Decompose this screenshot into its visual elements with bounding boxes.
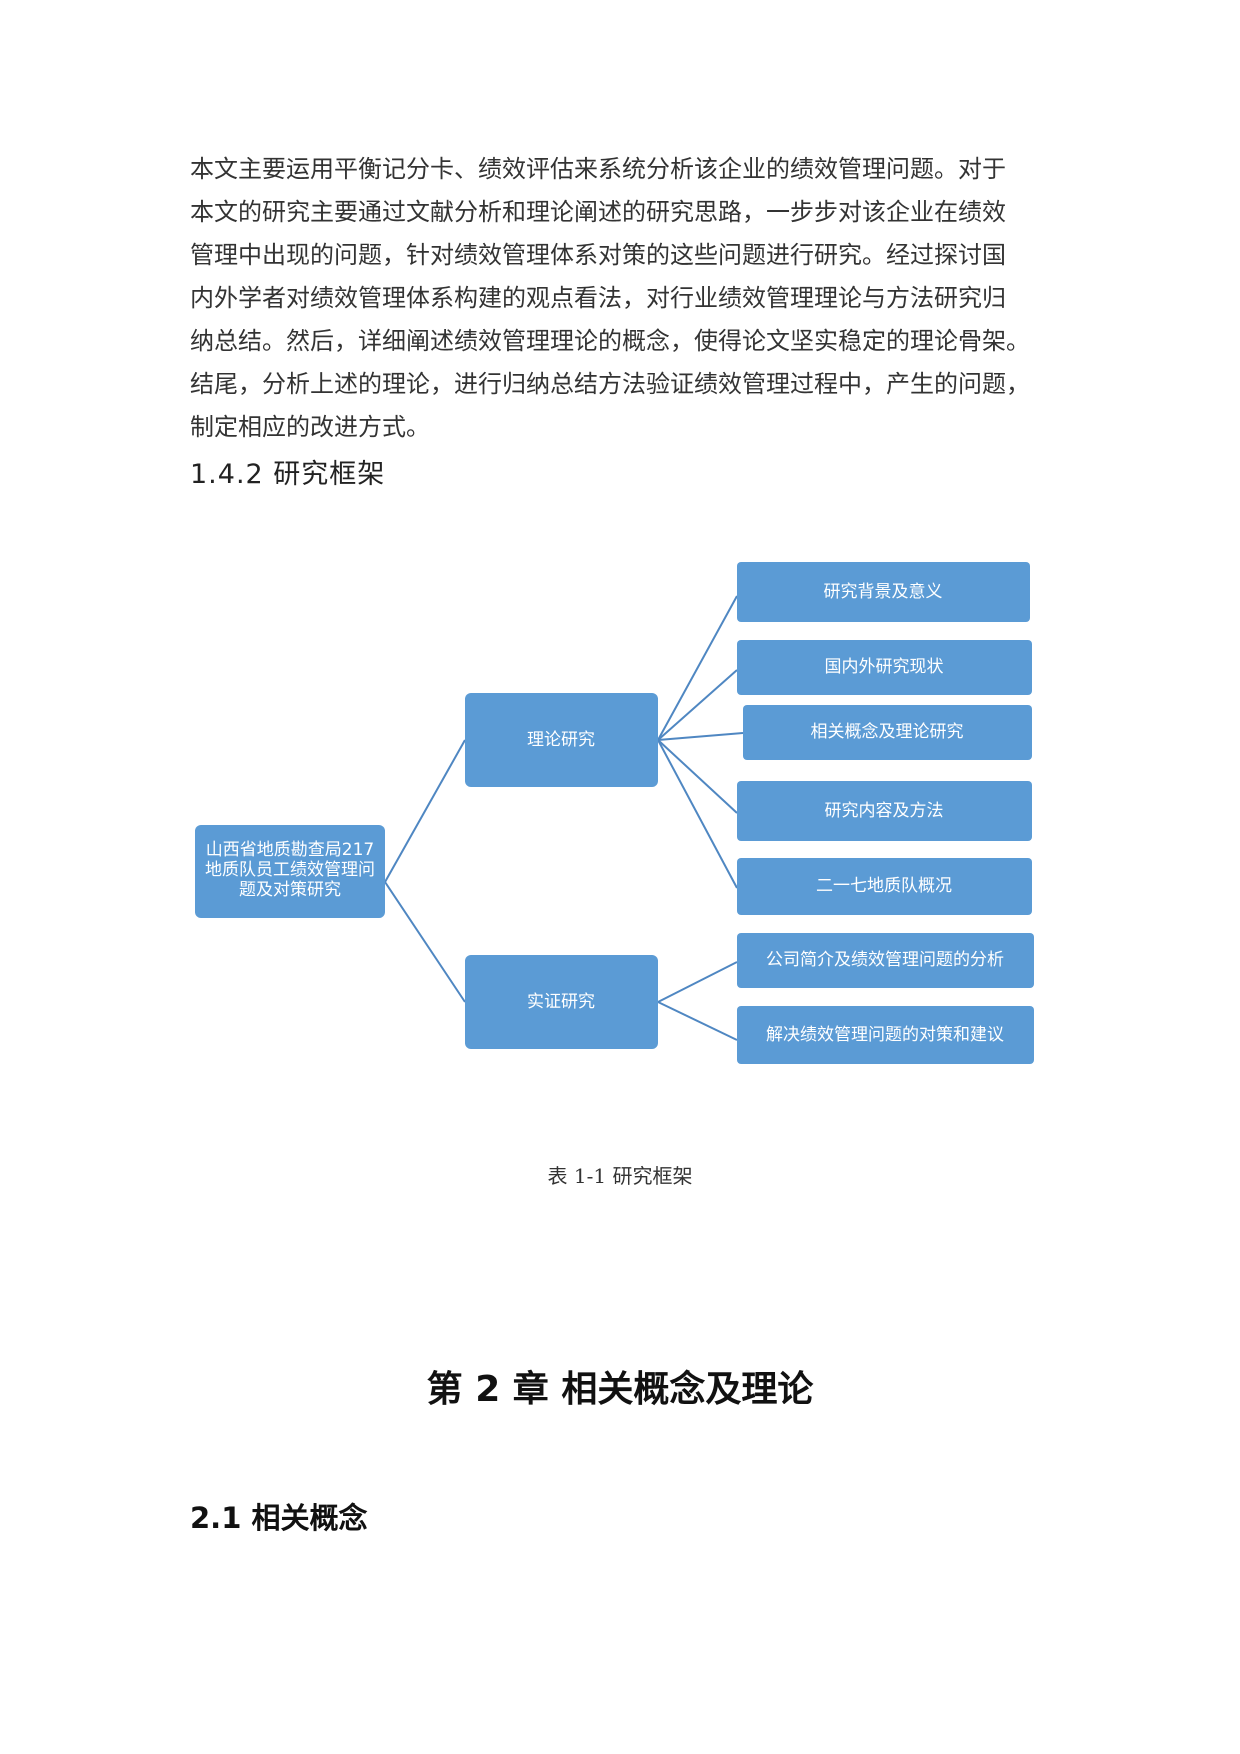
edge-theory-child-5 [657, 739, 738, 889]
edge-empirical-child-1 [657, 961, 738, 1003]
paragraph-line: 本文主要运用平衡记分卡、绩效评估来系统分析该企业的绩效管理问题。对于 [190, 155, 1006, 183]
theory-node: 理论研究 [465, 693, 658, 787]
paragraph-line: 本文的研究主要通过文献分析和理论阐述的研究思路，一步步对该企业在绩效 [190, 198, 1006, 226]
subsection-heading: 2.1 相关概念 [190, 1501, 368, 1535]
theory-child-label: 相关概念及理论研究 [811, 721, 964, 742]
edge-theory-child-2 [657, 669, 738, 741]
theory-child-label: 国内外研究现状 [825, 657, 944, 677]
empirical-child-node: 解决绩效管理问题的对策和建议 [737, 1006, 1034, 1064]
paragraph-line: 纳总结。然后，详细阐述绩效管理理论的概念，使得论文坚实稳定的理论骨架。 [190, 327, 1030, 355]
edge-empirical-child-2 [657, 1001, 738, 1041]
root-node-line: 题及对策研究 [239, 880, 341, 900]
edge-theory-child-1 [657, 595, 738, 741]
figure-caption: 表 1-1 研究框架 [547, 1164, 693, 1188]
empirical-node: 实证研究 [465, 955, 658, 1049]
section-heading: 1.4.2 研究框架 [190, 459, 386, 490]
body-paragraph: 本文主要运用平衡记分卡、绩效评估来系统分析该企业的绩效管理问题。对于 本文的研究… [190, 148, 1070, 449]
theory-child-node: 研究背景及意义 [737, 562, 1030, 622]
paragraph-line: 制定相应的改进方式。 [190, 413, 430, 441]
theory-child-label: 研究内容及方法 [825, 801, 944, 821]
edge-theory-child-4 [657, 739, 738, 814]
root-node-line: 山西省地质勘查局217 [206, 840, 374, 860]
empirical-child-node: 公司简介及绩效管理问题的分析 [737, 933, 1034, 988]
theory-child-node: 国内外研究现状 [737, 640, 1032, 695]
theory-child-label: 二一七地质队概况 [816, 876, 952, 896]
theory-child-node: 研究内容及方法 [737, 781, 1032, 841]
empirical-child-label: 解决绩效管理问题的对策和建议 [766, 1025, 1004, 1045]
paragraph-line: 结尾，分析上述的理论，进行归纳总结方法验证绩效管理过程中，产生的问题， [190, 370, 1030, 398]
edge-theory-child-3 [657, 732, 744, 741]
edge-root-empirical [384, 881, 466, 1003]
empirical-node-label: 实证研究 [527, 992, 595, 1012]
empirical-child-label: 公司简介及绩效管理问题的分析 [766, 950, 1004, 970]
theory-node-label: 理论研究 [527, 730, 595, 750]
theory-child-node: 相关概念及理论研究 [743, 705, 1032, 760]
theory-child-node: 二一七地质队概况 [737, 858, 1032, 915]
root-node: 山西省地质勘查局217 地质队员工绩效管理问 题及对策研究 [195, 825, 385, 918]
paragraph-line: 管理中出现的问题，针对绩效管理体系对策的这些问题进行研究。经过探讨国 [190, 241, 1006, 269]
theory-child-label: 研究背景及意义 [824, 582, 943, 602]
root-node-line: 地质队员工绩效管理问 [205, 860, 375, 880]
paragraph-line: 内外学者对绩效管理体系构建的观点看法，对行业绩效管理理论与方法研究归 [190, 284, 1006, 312]
chapter-title: 第 2 章 相关概念及理论 [426, 1369, 814, 1410]
edge-root-theory [384, 739, 466, 883]
